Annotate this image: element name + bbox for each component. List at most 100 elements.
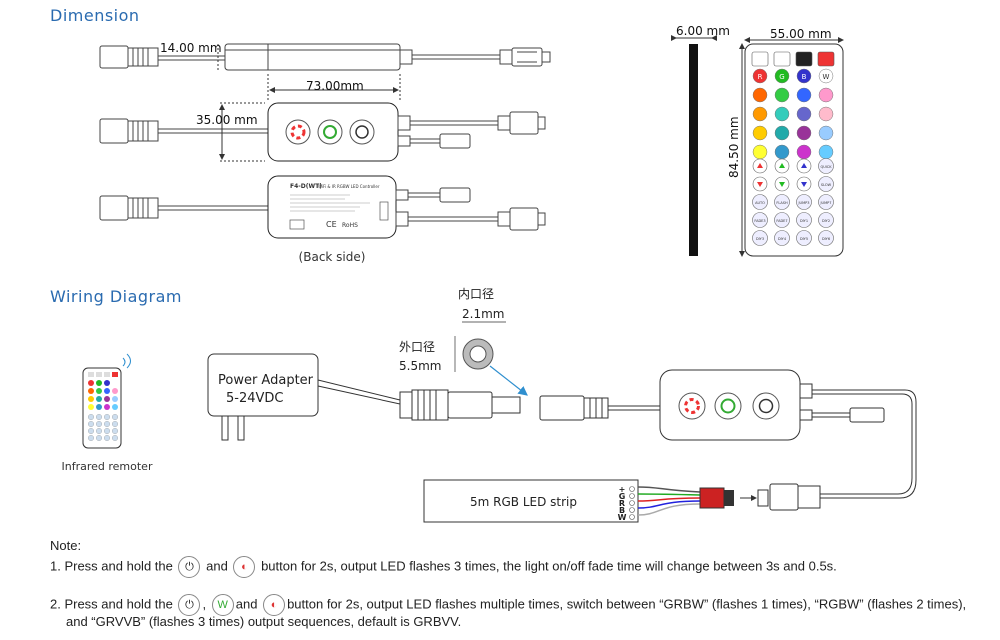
remote-color-label: G [779,73,784,81]
controller-top-view [99,43,551,71]
mini-remote-key [112,396,118,402]
mini-remote-key [96,435,102,441]
pin-pad [629,486,635,492]
outer-diameter-label: 外口径 [399,340,435,354]
remote-function-button [818,158,834,174]
mini-remote-key [96,388,102,394]
mini-remote-key [88,372,94,377]
mini-remote-key [96,372,102,377]
arrow-glyph [801,182,807,187]
wiring-drawing: Infrared remoter Power Adapter 5-24VDC 内… [62,287,917,523]
mini-remote-key [88,435,94,441]
socket-arrow [489,365,528,396]
body-length-dimension [267,74,401,100]
strip-connector-tip [724,490,734,506]
remote-color-button [752,68,768,84]
back-rohs-mark: RoHS [342,222,358,229]
remote-color-button [796,106,812,122]
mini-remote-key [96,414,102,420]
arrow-glyph [779,163,785,168]
inner-diameter-value: 2.1mm [462,307,504,321]
mini-remote-key [104,435,110,441]
arrow-glyph [757,182,763,187]
mini-remote-key [104,404,110,410]
mini-remote-key [96,421,102,427]
remote-function-label: DIY6 [822,237,830,241]
led-strip [423,479,639,523]
strip-pins: +GRBW [618,485,635,522]
remote-function-button [752,194,768,210]
remote-color-button [774,106,790,122]
remote-color-button [818,144,834,160]
dc-socket-inner [469,345,487,363]
inner-diameter-label: 内口径 [458,287,494,301]
arrow-glyph [757,163,763,168]
mini-remote-key [104,428,110,434]
adapter-line2: 5-24VDC [226,391,283,406]
remote-function-button [774,212,790,228]
mini-remote-key [112,421,118,427]
note-1-part-c: button for 2s, output LED flashes 3 time… [261,558,837,574]
power-adapter [207,353,521,441]
remote-color-button [752,106,768,122]
remote-color-button [818,68,834,84]
wiring-diagram-heading: Wiring Diagram [50,287,183,306]
remote-caption: Infrared remoter [62,460,153,473]
power-icon: ⏻ [178,594,201,616]
wiring-rgb-button [678,392,706,420]
pin-label: G [619,492,626,501]
remote-function-button [774,230,790,246]
adapter-line1: Power Adapter [218,373,314,388]
remote-color-button [818,125,834,141]
w-icon: W [211,594,234,616]
mini-remote-key [88,396,94,402]
mini-remote-key [96,396,102,402]
remote-function-button [818,230,834,246]
body-height-dimension [219,102,265,162]
wiring-w-button [714,392,742,420]
remote-function-button [774,194,790,210]
remote-function-button [818,176,834,192]
wiring-power-button [752,392,780,420]
remote-color-button [774,87,790,103]
pin-label: B [619,506,625,515]
remote-function-label: DIY5 [800,237,808,241]
back-desc-label: WiFi & IR RGBW LED Controller [318,184,380,189]
remote-color-button [774,125,790,141]
strip-connector [699,487,725,509]
remote-color-label: R [758,73,763,81]
mini-remote-key [112,404,118,410]
remote-function-label: DIY1 [800,219,808,223]
remote-color-button [774,68,790,84]
mini-remote-key [88,414,94,420]
mini-remote-key [112,414,118,420]
mini-remote-key [112,388,118,394]
note-title: Note: [50,538,82,553]
remote-function-button [818,212,834,228]
note-1: 1. Press and hold the ⏻ and ◐ button for… [50,556,837,578]
remote-function-label: DIY4 [778,237,787,241]
remote-function-label: AUTO [755,201,765,205]
rgb-icon: ◐ [263,594,286,616]
mini-remote-key [112,372,118,377]
mini-remote-key [88,428,94,434]
mini-remote-key [104,421,110,427]
brightness-down-icon [773,51,791,67]
remote-color-button [796,87,812,103]
remote-function-button [752,230,768,246]
mini-remote-key [104,396,110,402]
strip-label: 5m RGB LED strip [470,495,577,509]
pin-label: + [619,485,626,494]
pin-label: W [618,513,627,522]
remote-color-label: B [802,73,807,81]
mini-remote-key [104,372,110,377]
note-2-continued: and “GRVVB” (flashes 3 times) output seq… [66,614,462,629]
mini-remote-key [104,380,110,386]
remote-height-label: 84.50 mm [727,116,741,178]
mini-remote-key [112,435,118,441]
remote-function-button [752,212,768,228]
remote-color-button [752,125,768,141]
remote-function-button [796,194,812,210]
controller-back-view [99,175,546,239]
